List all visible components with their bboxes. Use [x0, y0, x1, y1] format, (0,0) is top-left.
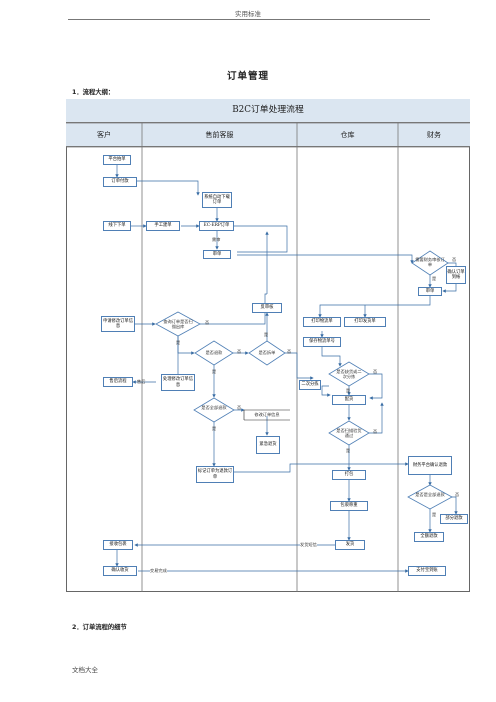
diamond-label-finance-check: 需要财务审核订单	[415, 257, 445, 267]
edge-label-yes: 是	[176, 340, 181, 345]
node-package-weigh: 包裹称重	[330, 501, 368, 511]
node-ec-erp: EC-ERP订单	[199, 221, 234, 231]
node-confirm-receipt: 确认收货	[103, 566, 137, 576]
edge-label-no: 否	[455, 492, 460, 497]
diamond-label-stock-check: 是否缺货或二次分拣	[336, 369, 362, 379]
node-full-refund-fin: 全额退款	[414, 532, 444, 542]
diamond-need-refund	[407, 484, 453, 510]
node-mark-refund: 标记订单为退款订单	[196, 466, 234, 483]
node-second-sort: 二次分拣	[299, 380, 321, 390]
edge-label-yes: 是	[432, 276, 437, 281]
edge-label-no: 否	[237, 405, 242, 410]
node-pay-order: 订单付款	[103, 177, 137, 187]
edge-label-no: 否	[373, 369, 378, 374]
section-heading-outline: 1．流程大纲：	[72, 89, 115, 96]
node-modify-order: 修改订单信息	[254, 412, 280, 417]
page-header: 实用标准	[235, 10, 261, 18]
node-hold-logistics: 保存物流单号	[303, 337, 341, 347]
diamond-label-need-refund: 是否是全部退款	[415, 492, 445, 497]
node-system-auto: 系统自动下载订单	[202, 192, 232, 208]
lane-warehouse: 仓库	[340, 131, 355, 139]
node-platform-order: 平台拍单	[103, 155, 131, 165]
edge-label-no: 否	[205, 320, 210, 325]
edge-label-ship-notice: 发货短信	[300, 542, 317, 548]
edge-label-yes: 是	[264, 332, 269, 337]
edge-label-no: 否	[237, 349, 242, 354]
edge-label-no: 否	[452, 257, 457, 262]
node-audit: 审单	[418, 287, 442, 296]
node-print-invoice: 打印发货单	[344, 317, 386, 327]
lane-presales: 售前客服	[205, 131, 234, 139]
edge-label-need-audit: 需审	[212, 237, 221, 242]
section-heading-details: 2．订单流程的细节	[72, 624, 127, 631]
diamond-label-split-check: 是否拆单	[258, 350, 276, 355]
node-ship: 发货	[335, 540, 365, 550]
node-pay-received: 支付宝到账	[408, 566, 446, 576]
diamond-full-refund	[193, 397, 235, 423]
node-stop-ship: 紧急退货	[256, 436, 280, 454]
edge-label-yes: 是	[212, 426, 217, 431]
edge-label-trade-success: 交易完成	[150, 568, 167, 574]
header-rule	[68, 19, 430, 20]
edge-label-yes: 是	[346, 388, 351, 393]
lane-finance: 财务	[427, 131, 441, 139]
flowchart-title: B2C订单处理流程	[66, 99, 470, 123]
node-partial-refund: 部分退款	[440, 514, 468, 524]
node-pack: 配货	[332, 395, 366, 405]
node-print-logistics: 打印物流单	[303, 317, 341, 327]
edge-label-yes: 是	[432, 512, 437, 517]
node-back-order: 反审核	[252, 303, 282, 313]
edge-label-after-sale: 售后	[137, 379, 146, 384]
node-after-sales: 售后流程	[103, 377, 133, 387]
edge-label-yes: 是	[346, 448, 351, 453]
edge-label-yes: 是	[212, 369, 217, 374]
node-apply-modify: 申请修改订单信息	[101, 316, 135, 332]
node-handle-modify: 处理修改订单信息	[161, 374, 195, 391]
diamond-label-full-refund: 是否全部退款	[201, 405, 227, 410]
node-weigh: 打包	[332, 470, 366, 480]
node-confirm-refund: 财务平台确认退款	[408, 456, 452, 475]
node-finance-auth: 确认订单到帐	[446, 266, 466, 284]
diamond-label-scan-check: 是否扫描验货通过	[336, 428, 362, 438]
node-review: 审单	[203, 250, 231, 259]
node-manual-create: 手工建单	[146, 221, 180, 231]
page-footer: 文档大全	[72, 666, 98, 674]
diamond-split-check	[248, 340, 286, 366]
node-offline-order: 线下下单	[103, 221, 131, 231]
lane-customer: 客户	[97, 131, 111, 139]
edge-label-no: 否	[287, 349, 292, 354]
node-receive-goods: 接收包裹	[103, 540, 133, 550]
diamond-label-print-check: 查询订单是否扫描出库	[163, 319, 193, 329]
edge-label-no: 否	[373, 429, 378, 434]
document-title: 订单管理	[226, 71, 269, 82]
diamond-label-refund-check: 是否退款	[205, 350, 223, 355]
swimlane-header: 客户 售前客服 仓库 财务	[66, 123, 470, 147]
